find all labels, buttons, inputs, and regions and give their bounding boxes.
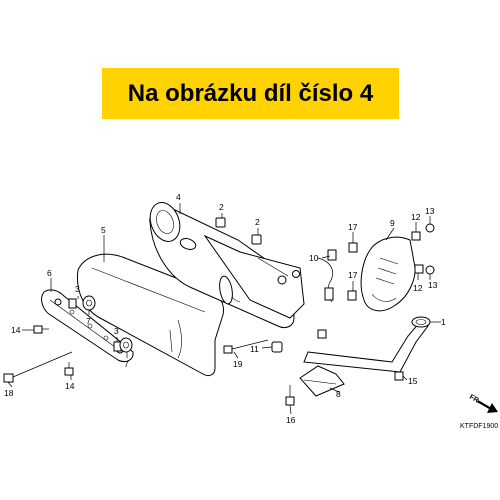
exhaust-protector bbox=[360, 236, 416, 312]
label-5: 5 bbox=[101, 225, 106, 235]
label-18: 18 bbox=[4, 388, 14, 398]
label-4: 4 bbox=[176, 192, 181, 202]
label-15: 15 bbox=[408, 376, 418, 386]
label-1: 1 bbox=[441, 317, 446, 327]
banner-text: Na obrázku díl číslo 4 bbox=[127, 79, 374, 107]
label-6: 6 bbox=[47, 268, 52, 278]
callout-labels: 1 2 2 3 3 4 5 6 7 7 8 9 10 11 12 12 13 1… bbox=[4, 192, 446, 425]
oxygen-sensor bbox=[317, 249, 337, 339]
part-number-banner: Na obrázku díl číslo 4 bbox=[102, 68, 399, 119]
label-13: 13 bbox=[425, 206, 435, 216]
label-10: 10 bbox=[309, 253, 319, 263]
leader-lines bbox=[7, 203, 441, 415]
diagram-code: KTFDF1900 bbox=[460, 423, 498, 430]
label-7: 7 bbox=[124, 359, 129, 369]
fasteners bbox=[3, 217, 435, 406]
front-arrow-icon bbox=[477, 400, 498, 413]
label-7: 7 bbox=[86, 316, 91, 326]
label-11: 11 bbox=[250, 344, 259, 354]
label-14: 14 bbox=[11, 325, 21, 335]
front-direction-indicator: FR. bbox=[468, 394, 498, 413]
label-2: 2 bbox=[255, 217, 260, 227]
front-label: FR. bbox=[468, 394, 481, 406]
label-8: 8 bbox=[336, 389, 341, 399]
label-13: 13 bbox=[428, 280, 438, 290]
label-17: 17 bbox=[348, 270, 358, 280]
exhaust-pipe bbox=[299, 316, 431, 397]
label-2: 2 bbox=[219, 202, 224, 212]
label-9: 9 bbox=[390, 218, 395, 228]
label-17: 17 bbox=[348, 222, 358, 232]
muffler bbox=[149, 202, 305, 329]
label-12: 12 bbox=[411, 212, 421, 222]
label-14: 14 bbox=[65, 381, 75, 391]
label-16: 16 bbox=[286, 415, 296, 425]
label-3: 3 bbox=[75, 284, 80, 294]
label-12: 12 bbox=[413, 283, 423, 293]
label-3: 3 bbox=[114, 326, 119, 336]
label-19: 19 bbox=[233, 359, 243, 369]
